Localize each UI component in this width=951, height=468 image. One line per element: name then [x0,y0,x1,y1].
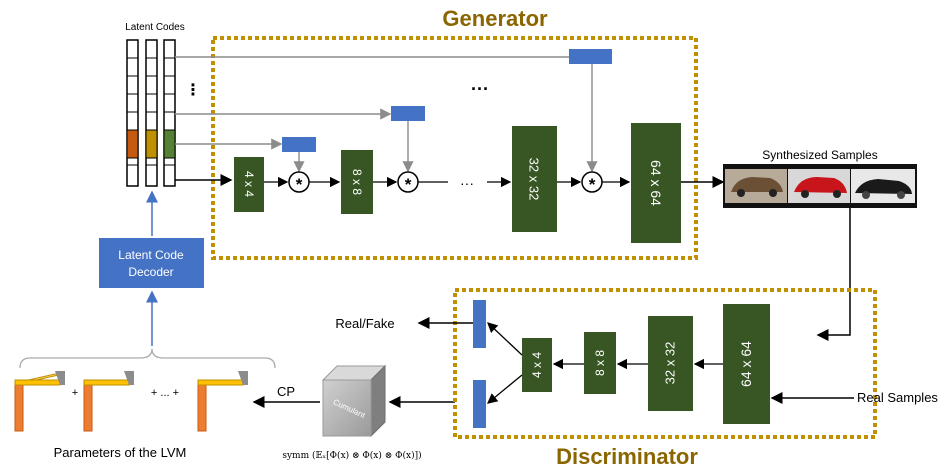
generator-title: Generator [442,6,548,31]
multiply-node-1: * [288,171,310,194]
gen-block-8x8: 8 x 8 [341,150,373,214]
latent-code-decoder-box [99,238,204,288]
synthesized-samples-label: Synthesized Samples [762,148,877,162]
lvm-brace [19,348,276,369]
svg-text:4 x 4: 4 x 4 [242,171,256,197]
generator-chain-ellipsis: ··· [460,175,474,191]
disc-block-32x32: 32 x 32 [648,316,693,411]
latent-code-column-3 [163,39,176,187]
generator-top-ellipsis: ··· [471,79,489,99]
svg-text:*: * [405,175,412,194]
multiply-node-2: * [397,171,419,194]
svg-text:64 x 64: 64 x 64 [648,160,664,206]
lvm-parameter-shapes: + + ... + [14,371,248,432]
latent-code-decoder-label-2: Decoder [128,265,173,279]
latent-code-column-2 [145,39,158,187]
gen-block-4x4: 4 x 4 [234,157,264,212]
discriminator-chain-arrows [486,322,723,404]
svg-text:+ ... +: + ... + [151,387,179,399]
cumulant-head-bar [473,380,486,428]
generator-box [211,36,698,260]
cumulant-formula: symm (𝔼ₓ[Φ(x) ⊗ Φ(x) ⊗ Φ(x)]) [282,450,421,461]
lvm-parameters-label: Parameters of the LVM [54,445,187,460]
disc-block-8x8: 8 x 8 [584,332,616,394]
disc-block-4x4: 4 x 4 [522,338,552,392]
latent-codes-label: Latent Codes [125,22,185,33]
latent-code-columns [126,39,176,187]
cp-label: CP [277,384,295,399]
discriminator-box [453,288,877,439]
real-fake-head-bar [473,300,486,348]
real-fake-label: Real/Fake [335,316,394,331]
latent-code-decoder-label-1: Latent Code [118,248,184,262]
projection-bar-2 [391,106,425,121]
svg-text:*: * [589,175,596,194]
svg-text:64 x 64: 64 x 64 [738,341,754,387]
svg-text:4 x 4: 4 x 4 [530,352,544,378]
discriminator-title: Discriminator [556,444,698,468]
svg-text:+: + [72,387,78,399]
gen-block-64x64: 64 x 64 [631,123,681,243]
synthesized-to-discriminator-arrow [816,208,851,341]
projection-bar-1 [282,137,316,152]
svg-text:8 x 8: 8 x 8 [593,350,607,376]
multiply-node-3: * [581,171,603,194]
disc-block-64x64: 64 x 64 [723,304,770,424]
svg-text:8 x 8: 8 x 8 [350,169,364,195]
cumulant-cube: Cumulant [321,364,387,438]
synthesized-samples-image [723,164,917,208]
svg-text:32 x 32: 32 x 32 [663,342,678,385]
latent-code-column-1 [126,39,139,187]
latent-vdots: ⋮ [185,82,201,99]
projection-bar-4 [569,49,612,64]
svg-text:*: * [296,175,303,194]
svg-text:32 x 32: 32 x 32 [527,158,542,201]
real-samples-label: Real Samples [857,390,938,405]
gen-block-32x32: 32 x 32 [512,126,557,232]
